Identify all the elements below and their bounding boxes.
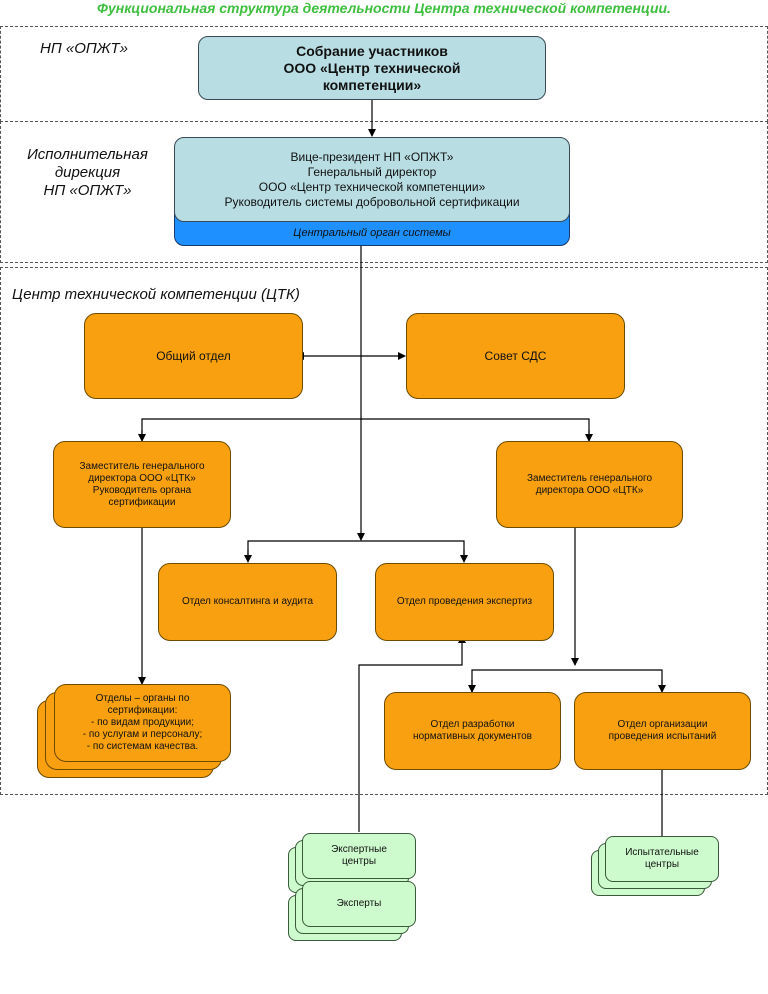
- line-experts-to-expertise: [358, 635, 466, 832]
- central-organ-label: Центральный орган системы: [293, 227, 451, 239]
- diagram-title: Функциональная структура деятельности Це…: [97, 0, 671, 16]
- line-normative-testing-bar: [471, 669, 663, 690]
- box-vice-president: Вице-президент НП «ОПЖТ» Генеральный дир…: [174, 137, 570, 222]
- box-cert-departments: Отделы – органы по сертификации: - по ви…: [54, 684, 231, 762]
- box-consulting-audit: Отдел консалтинга и аудита: [158, 563, 337, 641]
- box-test-centers: Испытательные центры: [605, 836, 719, 882]
- box-normative-docs: Отдел разработки нормативных документов: [384, 692, 561, 770]
- box-participants-assembly: Собрание участников ООО «Центр техническ…: [198, 36, 546, 100]
- box-deputy-left: Заместитель генерального директора ООО «…: [53, 441, 231, 528]
- zone-label-np-opzht: НП «ОПЖТ»: [40, 40, 129, 57]
- line-depts-bar: [247, 540, 465, 560]
- box-expert-centers: Экспертные центры: [302, 833, 416, 879]
- box-expertise: Отдел проведения экспертиз: [375, 563, 554, 641]
- box-council-sds: Совет СДС: [406, 313, 625, 399]
- box-deputy-right: Заместитель генерального директора ООО «…: [496, 441, 683, 528]
- box-testing-organization: Отдел организации проведения испытаний: [574, 692, 751, 770]
- line-deputies-bar: [141, 418, 590, 440]
- box-general-department: Общий отдел: [84, 313, 303, 399]
- box-experts: Эксперты: [302, 881, 416, 927]
- zone-label-ctk: Центр технической компетенции (ЦТК): [12, 286, 300, 303]
- zone-label-executive-directorate: Исполнительная дирекция НП «ОПЖТ»: [27, 146, 148, 199]
